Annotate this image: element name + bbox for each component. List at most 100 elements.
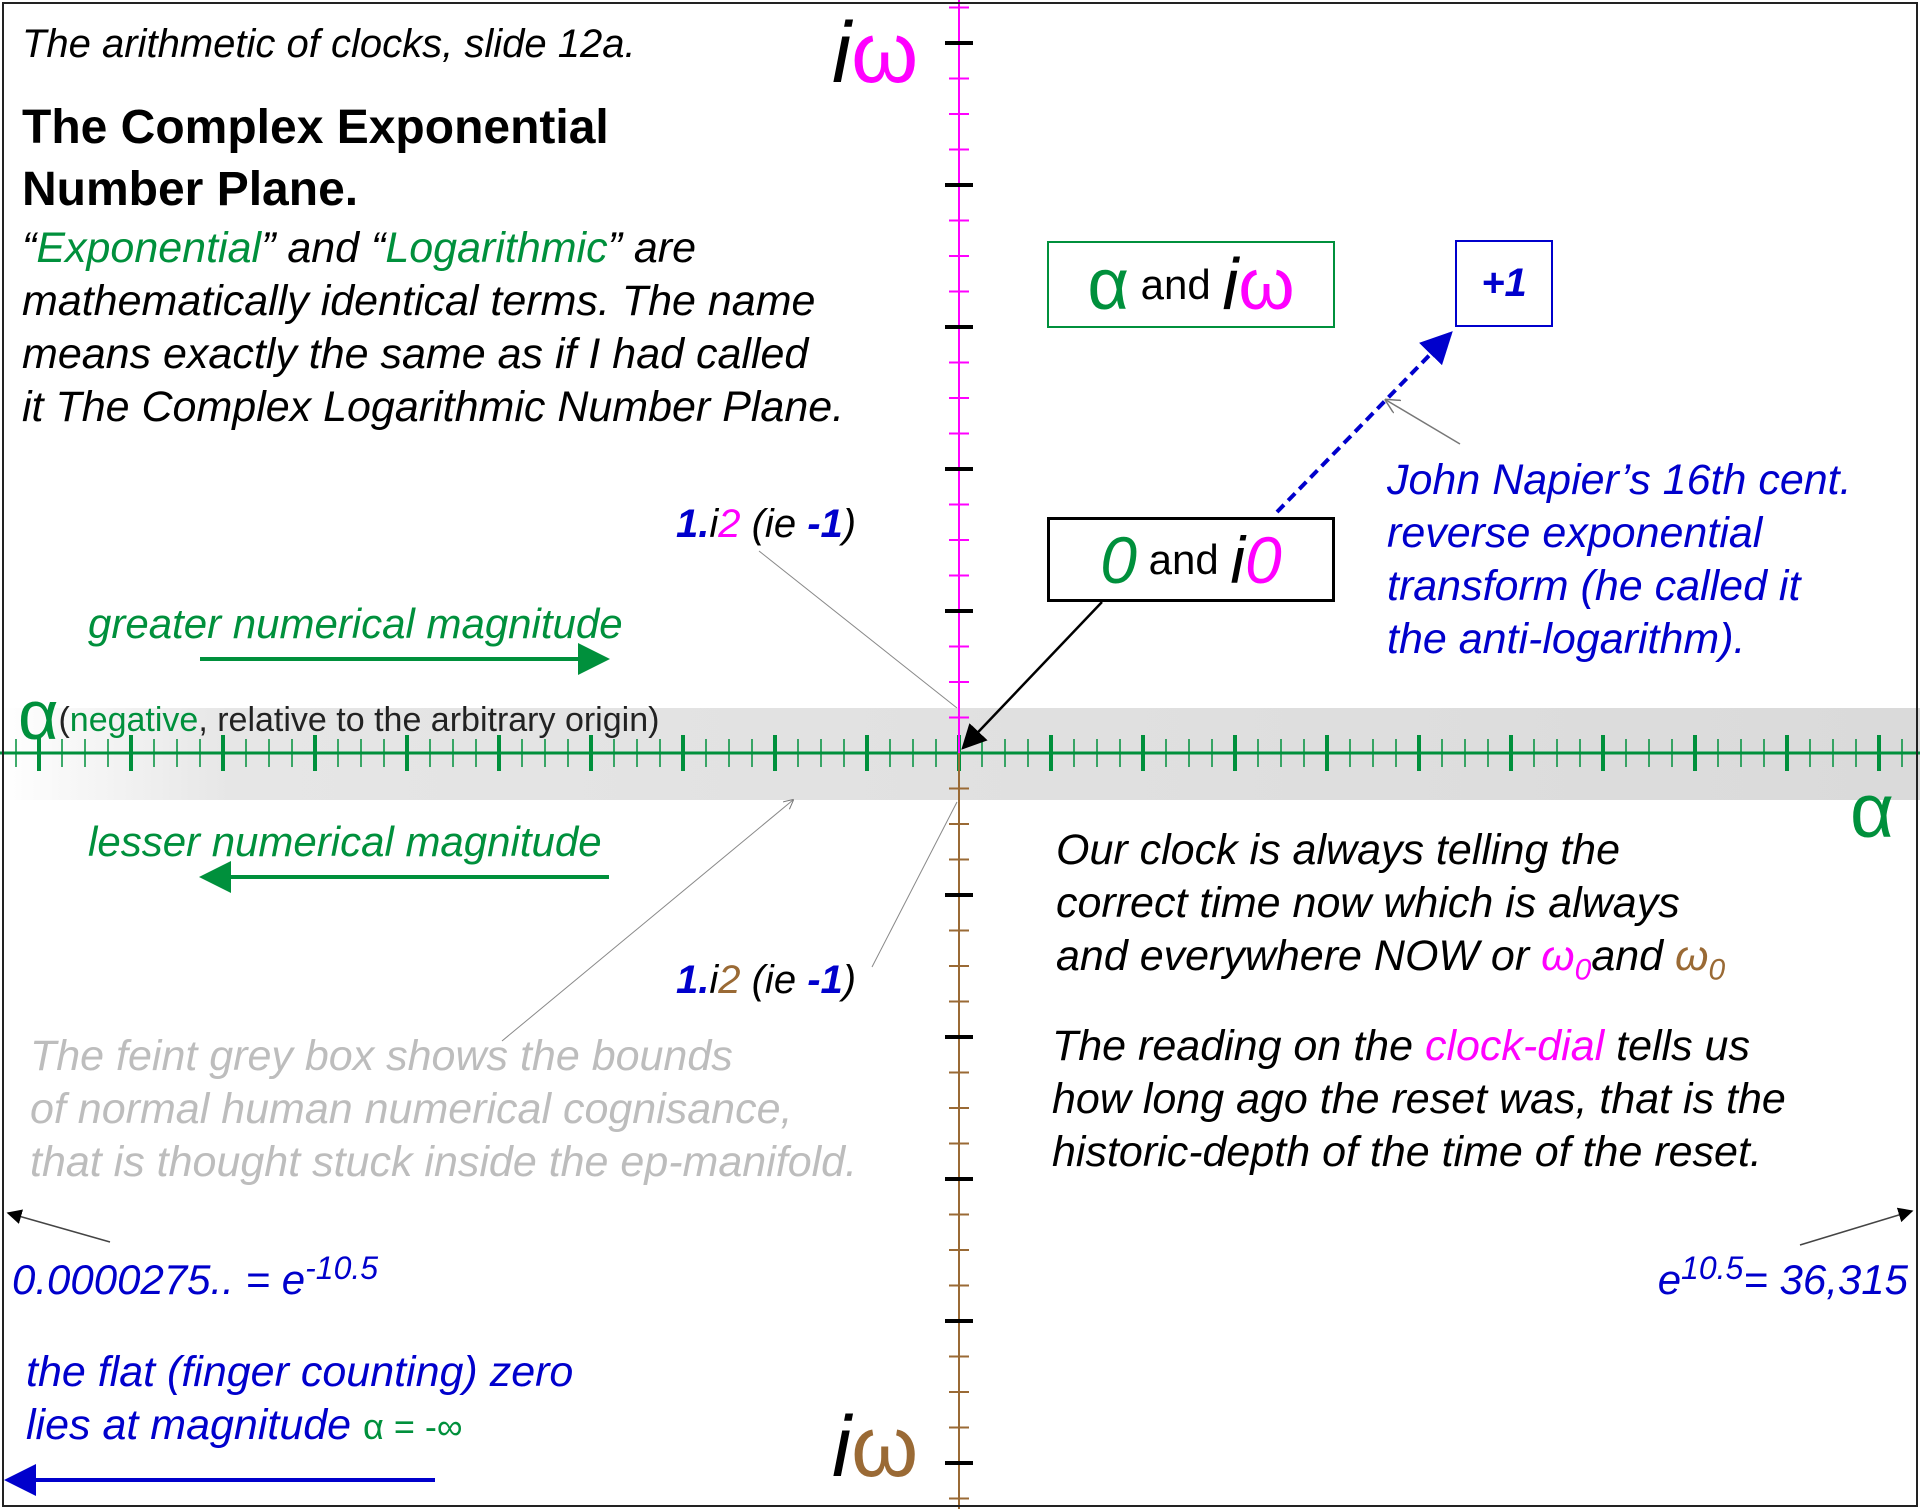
reading-line: how long ago the reset was, that is the	[1052, 1075, 1786, 1123]
intro-line1: “Exponential” and “Logarithmic” are	[22, 222, 844, 275]
exponent: 10.5	[1681, 1250, 1744, 1286]
right-magnitude-value: e10.5= 36,315	[1658, 1250, 1908, 1304]
clock-line: correct time now which is always	[1056, 879, 1680, 927]
note-line: the flat (finger counting) zero	[26, 1348, 574, 1396]
subscript: 0	[1574, 953, 1592, 987]
napier-line: John Napier’s 16th cent.	[1387, 456, 1852, 504]
base: e	[1657, 1256, 1682, 1303]
zero-symbol: 0	[1100, 522, 1137, 597]
note-line: The feint grey box shows the bounds	[30, 1032, 733, 1080]
text: (ie	[740, 502, 808, 546]
text: )	[842, 958, 857, 1002]
i-symbol: i	[1230, 522, 1246, 597]
grey-box-note: The feint grey box shows the bounds of n…	[30, 1030, 857, 1189]
omega-symbol: ω	[851, 1399, 919, 1495]
omega-symbol: ω	[1238, 244, 1295, 325]
alpha-symbol: α	[18, 676, 59, 754]
clock-line: and everywhere NOW or ω0and ω0	[1056, 930, 1725, 997]
exponent: -10.5	[305, 1250, 379, 1286]
alpha-symbol: α	[1087, 244, 1129, 325]
text: , relative to the arbitrary origin)	[198, 701, 660, 739]
two: 2	[718, 502, 741, 546]
omega-symbol: ω	[851, 5, 919, 101]
left-magnitude-value: 0.0000275.. = e-10.5	[12, 1250, 378, 1304]
napier-line: reverse exponential	[1387, 509, 1763, 557]
grey-box-pointer	[501, 800, 793, 1042]
exponential-term: Exponential	[36, 224, 262, 272]
real-axis-label: α	[1850, 769, 1894, 854]
negative-term: negative	[69, 701, 199, 739]
left-edge-pointer	[6, 1209, 111, 1243]
lower-i2-label: 1.i2 (ie -1)	[676, 958, 856, 1003]
text: and	[1591, 932, 1676, 980]
two: 2	[718, 958, 741, 1002]
omega-symbol: ω	[1541, 932, 1575, 980]
text: (ie	[740, 958, 808, 1002]
napier-line: transform (he called it	[1387, 562, 1801, 610]
note-line: that is thought stuck inside the ep-mani…	[30, 1138, 858, 1186]
napier-pointer	[1386, 400, 1461, 445]
and-text: and	[1148, 535, 1219, 583]
zero-symbol: 0	[1245, 522, 1282, 597]
upper-i2-pointer	[758, 550, 958, 709]
omega-symbol: ω	[1675, 932, 1709, 980]
plus-one-box: +1	[1455, 240, 1553, 327]
reading-note: The reading on the clock-dial tells us h…	[1052, 1020, 1786, 1179]
intro-text: ” are	[607, 224, 697, 272]
minus-one: -1	[807, 502, 843, 546]
lesser-magnitude-label: lesser numerical magnitude	[88, 818, 602, 865]
right-edge-pointer	[1799, 1207, 1914, 1246]
text: tells us	[1604, 1022, 1750, 1070]
text: The reading on the	[1052, 1022, 1425, 1070]
logarithmic-term: Logarithmic	[385, 224, 608, 272]
napier-note: John Napier’s 16th cent. reverse exponen…	[1387, 454, 1852, 666]
clock-note: Our clock is always telling the correct …	[1056, 824, 1725, 997]
slide-label: The arithmetic of clocks, slide 12a.	[22, 22, 636, 66]
napier-line: the anti-logarithm).	[1387, 615, 1746, 663]
i-symbol: i	[832, 1399, 852, 1495]
intro-line4: it The Complex Logarithmic Number Plane.	[22, 383, 845, 431]
alpha-infinity: α = -∞	[363, 1406, 463, 1447]
flat-zero-note: the flat (finger counting) zero lies at …	[26, 1346, 573, 1453]
i-symbol: i	[1222, 244, 1239, 325]
i: i	[709, 502, 719, 546]
clock-line: Our clock is always telling the	[1056, 826, 1620, 874]
quote: “	[22, 224, 37, 272]
page-title-line2: Number Plane.	[22, 163, 359, 216]
note-line: of normal human numerical cognisance,	[30, 1085, 793, 1133]
page-title-line1: The Complex Exponential	[22, 101, 609, 154]
intro-line2: mathematically identical terms. The name	[22, 277, 816, 325]
imaginary-axis-label-top: iω	[832, 8, 918, 98]
i: i	[709, 958, 719, 1002]
minus-one: -1	[807, 958, 843, 1002]
anti-logarithm-arrow	[1275, 331, 1453, 514]
one: 1.	[676, 958, 710, 1002]
upper-i2-label: 1.i2 (ie -1)	[676, 502, 856, 547]
subscript: 0	[1708, 953, 1726, 987]
lower-i2-pointer	[871, 801, 958, 968]
intro-text: ” and “	[261, 224, 386, 272]
text: )	[842, 502, 857, 546]
imaginary-axis-label-bottom: iω	[832, 1402, 918, 1492]
origin-pointer-arrow	[961, 601, 1103, 750]
value-text: 0.0000275.. = e	[12, 1256, 306, 1303]
text: lies at magnitude	[26, 1401, 364, 1449]
intro-line3: means exactly the same as if I had calle…	[22, 330, 809, 378]
value-text: = 36,315	[1743, 1256, 1908, 1303]
text: (	[58, 701, 70, 739]
and-text: and	[1140, 260, 1211, 308]
alpha-negative-label: α(negative, relative to the arbitrary or…	[18, 680, 659, 755]
note-line: lies at magnitude α = -∞	[26, 1399, 573, 1453]
intro-paragraph: “Exponential” and “Logarithmic” are math…	[22, 222, 844, 434]
one: 1.	[676, 502, 710, 546]
reading-line: historic-depth of the time of the reset.	[1052, 1128, 1762, 1176]
text: and everywhere NOW or	[1056, 932, 1542, 980]
i-symbol: i	[832, 5, 852, 101]
clock-dial-term: clock-dial	[1424, 1022, 1605, 1070]
greater-magnitude-label: greater numerical magnitude	[88, 600, 623, 647]
